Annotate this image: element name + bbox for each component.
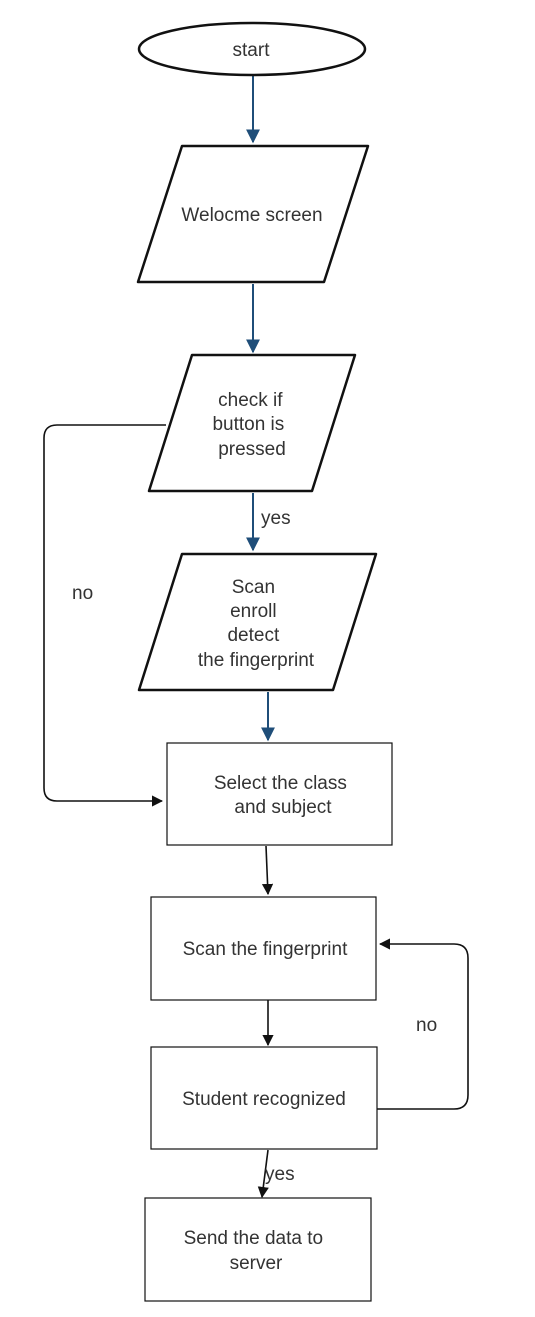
edge-select-to-scanfp bbox=[261, 845, 274, 896]
edge-recognized-to-send-yes bbox=[257, 1149, 269, 1199]
shapes bbox=[136, 21, 393, 1302]
welcome-label: Welocme screen bbox=[181, 205, 322, 226]
student-recognized-box bbox=[150, 1046, 378, 1150]
student-recognized-label: Student recognized bbox=[182, 1089, 346, 1110]
select-class-label: Select the class and subject bbox=[214, 773, 352, 818]
check-button-label: check if button is pressed bbox=[212, 390, 289, 460]
edge-label-no-recognized: no bbox=[416, 1015, 437, 1036]
edge-check-to-select-no bbox=[43, 424, 166, 807]
node-labels: start Welocme screen check if button is … bbox=[181, 40, 352, 1274]
edge-label-no-check: no bbox=[72, 583, 93, 604]
scan-fingerprint-box bbox=[150, 896, 377, 1001]
send-data-box bbox=[144, 1197, 372, 1302]
send-data-label: Send the data to server bbox=[184, 1228, 329, 1274]
scan-enroll-parallelogram bbox=[137, 552, 378, 692]
scan-fingerprint-label: Scan the fingerprint bbox=[183, 939, 348, 960]
start-terminator bbox=[137, 21, 367, 77]
edge-labels: yes no no yes bbox=[72, 508, 437, 1185]
check-button-parallelogram bbox=[147, 353, 357, 493]
start-label: start bbox=[233, 40, 271, 61]
edge-label-yes-recognized: yes bbox=[265, 1164, 295, 1185]
welcome-parallelogram bbox=[136, 144, 370, 284]
select-class-box bbox=[166, 742, 393, 846]
edge-recognized-to-scanfp-no bbox=[376, 938, 469, 1110]
scan-enroll-label: Scan enroll detect the fingerprint bbox=[198, 577, 315, 671]
connectors bbox=[43, 76, 469, 1199]
edge-label-yes-check: yes bbox=[261, 508, 291, 529]
